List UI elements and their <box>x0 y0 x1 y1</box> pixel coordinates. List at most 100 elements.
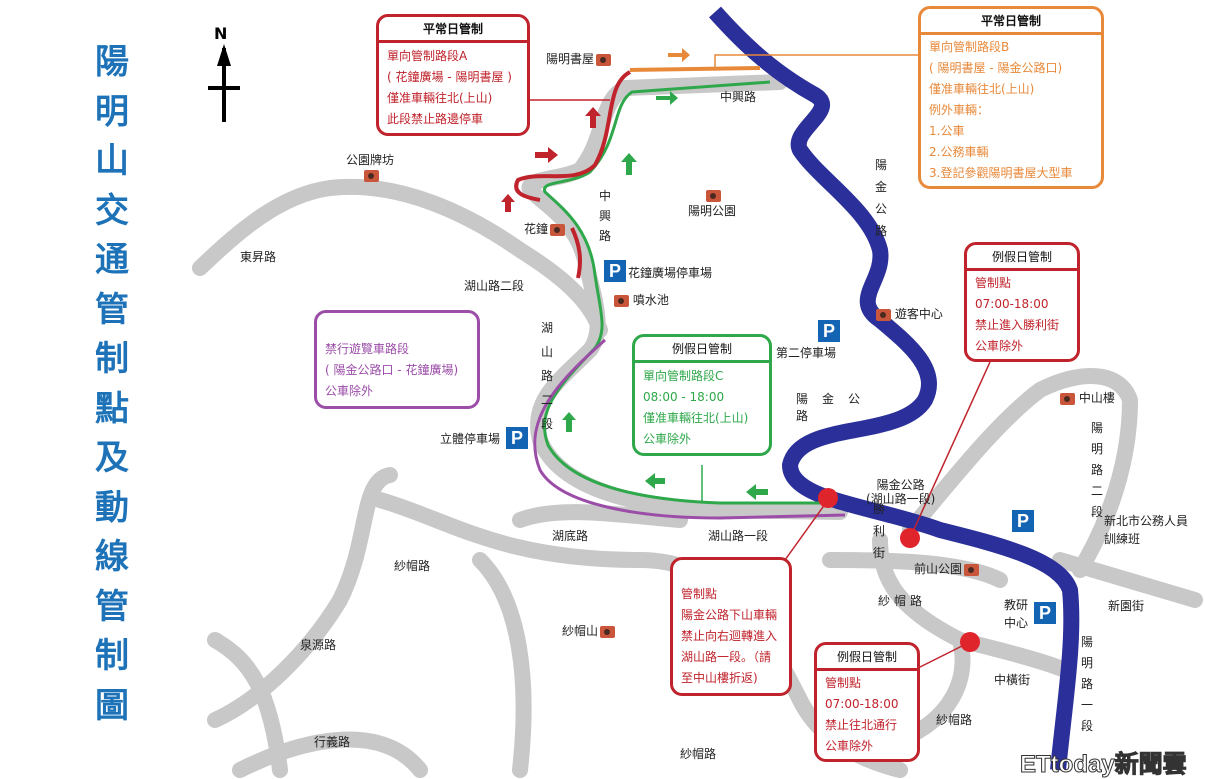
camera-icon <box>705 189 721 202</box>
box-line: 禁止向右迴轉進入 <box>681 629 778 643</box>
box-header: 例假日管制 <box>817 645 917 671</box>
road-xingyi <box>232 731 428 778</box>
box-line: 至中山樓折返) <box>681 671 758 685</box>
leader-lines <box>503 54 991 669</box>
box-line: 公車除外 <box>643 432 692 446</box>
road-label-zhongxing-vertical: 中興路 <box>598 189 611 243</box>
road-label-shamao-1: 紗帽路 <box>394 559 431 573</box>
box-line: 湖山路一段。（請 <box>681 650 772 664</box>
box-line: 陽金公路下山車輛 <box>681 608 778 622</box>
place-qianshan-park: 前山公園 <box>914 560 980 577</box>
road-label-yangming-1: 陽明路一段 <box>1080 635 1093 733</box>
box-line: 管制點 <box>825 676 862 690</box>
label-text: 陽明公園 <box>688 204 737 218</box>
box-line: ( 花鐘廣場 - 陽明書屋 ) <box>387 70 512 84</box>
box-header: 平常日管制 <box>379 17 527 43</box>
road-label-hushan-2: 湖山路二段 <box>464 279 525 293</box>
box-header: 平常日管制 <box>921 9 1101 35</box>
holiday-control-box-north: 例假日管制 管制點 07:00-18:00 禁止往北通行 公車除外 <box>814 642 920 762</box>
box-line: 3.登記參觀陽明書屋大型車 <box>929 166 1073 180</box>
box-line: 禁行遊覽車路段 <box>325 342 410 356</box>
road-quanyuan <box>207 632 288 778</box>
place-zhongshan-lou: 中山樓 <box>1058 389 1115 406</box>
holiday-control-box-shengli: 例假日管制 管制點 07:00-18:00 禁止進入勝利街 公車除外 <box>964 242 1080 362</box>
arrow-orange <box>668 48 690 62</box>
route-orange-b <box>629 66 761 72</box>
checkpoint-marker-3 <box>960 632 980 652</box>
box-header: 例假日管制 <box>967 245 1077 271</box>
place-jiaoyan-center: 教研 中心 <box>1004 598 1029 630</box>
box-line: 僅准車輛往北(上山) <box>929 82 1035 96</box>
camera-icon <box>550 223 566 236</box>
box-line: 僅准車輛往北(上山) <box>643 411 749 425</box>
label-text: 遊客中心 <box>894 307 943 321</box>
parking-icon: P <box>604 260 626 282</box>
road-label-shamao-vertical: 紗帽路 <box>878 594 927 608</box>
place-liti-parking: 立體停車場 <box>440 432 501 446</box>
box-line: ( 陽金公路口 - 花鐘廣場) <box>325 363 459 377</box>
arrow-green-up-1 <box>621 153 637 175</box>
road-label-zhongheng: 中橫街 <box>994 673 1031 687</box>
checkpoint-marker-1 <box>818 488 838 508</box>
camera-icon <box>600 625 616 638</box>
box-line: ( 陽明書屋 - 陽金公路口) <box>929 61 1063 75</box>
road-xinyuan <box>1052 552 1203 608</box>
checkpoint-box-hushan: 管制點 陽金公路下山車輛 禁止向右迴轉進入 湖山路一段。（請 至中山樓折返) <box>670 557 792 696</box>
road-label-dongsheng: 東昇路 <box>240 250 277 264</box>
road-hudi <box>512 504 688 528</box>
label-text: 中山樓 <box>1078 391 1115 405</box>
checkpoint-marker-2 <box>900 528 920 548</box>
box-line: 例外車輛： <box>929 103 990 117</box>
arrow-green-up-2 <box>562 412 576 432</box>
box-line: 單向管制路段A <box>387 49 468 63</box>
road-label-yangjin-hushan: 陽金公路 (湖山路一段) <box>866 478 936 506</box>
road-label-yangming-2: 陽明路二段 <box>1090 421 1103 519</box>
road-label-shengli: 勝利街 <box>872 502 885 560</box>
road-yangjin <box>709 6 1080 771</box>
road-label-shamao-2: 紗帽路 <box>936 713 973 727</box>
road-shamao-mid <box>472 552 532 778</box>
label-text: 紗帽山 <box>562 624 599 638</box>
camera-icon <box>614 294 629 307</box>
place-visitor-center: 遊客中心 <box>874 305 943 322</box>
label-text: 陽明書屋 <box>546 52 595 66</box>
road-label-xinyuan: 新園街 <box>1108 599 1145 613</box>
place-yangming-shuwu: 陽明書屋 <box>546 50 612 67</box>
road-label-hudi: 湖底路 <box>552 529 589 543</box>
box-line: 2.公務車輛 <box>929 145 989 159</box>
box-line: 管制點 <box>681 587 718 601</box>
road-label-hushan-2-vertical: 湖山路二段 <box>540 318 554 438</box>
place-fountain: 噴水池 <box>612 291 669 308</box>
box-line: 禁止往北通行 <box>825 718 898 732</box>
camera-icon <box>964 563 980 576</box>
north-arrow-icon <box>208 44 240 122</box>
box-line: 07:00-18:00 <box>825 697 899 711</box>
road-label-yangjin-2: 陽金公路 <box>796 392 875 423</box>
label-text: 噴水池 <box>632 293 669 307</box>
label-text: 公園牌坊 <box>346 153 395 167</box>
box-line: 管制點 <box>975 276 1012 290</box>
parking-icon: P <box>1012 510 1034 532</box>
camera-icon <box>1060 392 1075 405</box>
route-purple <box>533 338 846 520</box>
road-label-quanyuan: 泉源路 <box>300 638 337 652</box>
box-line: 此段禁止路邊停車 <box>387 112 484 126</box>
place-second-parking: 第二停車場 <box>776 346 837 360</box>
arrow-green-left-2 <box>746 484 768 500</box>
place-xinbei-training: 新北市公務人員 訓練班 <box>1104 514 1189 546</box>
box-header: 例假日管制 <box>635 337 769 363</box>
direction-arrows <box>501 48 768 500</box>
box-line: 單向管制路段B <box>929 40 1010 54</box>
place-huazhong: 花鐘 <box>524 220 566 237</box>
parking-icon: P <box>818 320 840 342</box>
arrow-red-right <box>535 147 558 163</box>
road-dongsheng <box>192 178 608 338</box>
box-line: 單向管制路段C <box>643 369 724 383</box>
tour-bus-ban-box: 禁行遊覽車路段 ( 陽金公路口 - 花鐘廣場) 公車除外 <box>314 310 480 409</box>
box-line: 08:00 - 18:00 <box>643 390 725 404</box>
arrow-green-1 <box>656 91 678 105</box>
weekday-control-box-b: 平常日管制 單向管制路段B ( 陽明書屋 - 陽金公路口) 僅准車輛往北(上山)… <box>918 6 1104 189</box>
camera-icon <box>363 169 379 182</box>
holiday-control-box-c: 例假日管制 單向管制路段C 08:00 - 18:00 僅准車輛往北(上山) 公… <box>632 334 772 456</box>
label-text: 湖山路二段 <box>540 321 553 431</box>
